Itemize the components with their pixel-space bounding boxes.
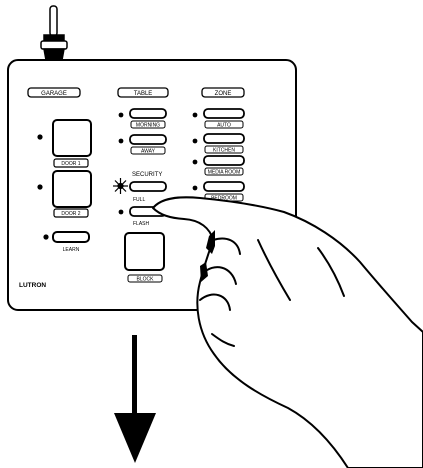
door1-button[interactable] [52, 119, 92, 157]
arrow-down-icon [114, 335, 156, 463]
brand-logo: LUTRON [19, 282, 46, 289]
led-learn [43, 234, 49, 240]
svg-text:AWAY: AWAY [141, 149, 156, 155]
led-right-4 [192, 185, 198, 191]
door1-label: DOOR 1 [53, 158, 89, 168]
right-button-2[interactable] [203, 133, 245, 144]
svg-text:GARAGE: GARAGE [41, 91, 67, 97]
column-header-table: TABLE [117, 87, 169, 98]
led-door2 [37, 184, 43, 190]
led-middle-2 [118, 138, 124, 144]
svg-text:TABLE: TABLE [134, 91, 153, 97]
right-button-3[interactable] [203, 155, 245, 166]
led-flash-button [118, 209, 124, 215]
door2-button[interactable] [52, 170, 92, 208]
flash-label: FLASH [133, 221, 150, 227]
svg-text:BEDROOM: BEDROOM [211, 196, 237, 202]
svg-text:KITCHEN: KITCHEN [213, 148, 235, 154]
led-middle-1 [118, 112, 124, 118]
svg-text:DOOR 1: DOOR 1 [61, 161, 80, 167]
led-flash-icon [113, 178, 128, 194]
middle-label-2: AWAY [130, 146, 166, 155]
right-label-3: MEDIA ROOM [204, 167, 244, 176]
svg-text:BLOCK: BLOCK [137, 277, 155, 283]
led-right-3 [192, 159, 198, 165]
door2-label: DOOR 2 [53, 208, 89, 218]
led-door1 [37, 134, 43, 140]
column-header-zone: ZONE [201, 87, 245, 98]
antenna-icon [40, 5, 68, 61]
square-button-label: BLOCK [127, 274, 163, 283]
right-button-1[interactable] [203, 108, 245, 119]
square-button[interactable] [124, 232, 165, 271]
hand-icon [152, 196, 423, 468]
middle-label-1: MORNING [130, 120, 166, 129]
led-right-2 [192, 138, 198, 144]
svg-text:MEDIA ROOM: MEDIA ROOM [208, 170, 241, 176]
middle-button-1[interactable] [129, 108, 167, 119]
svg-text:ZONE: ZONE [215, 91, 232, 97]
led-right-1 [192, 112, 198, 118]
right-label-2: KITCHEN [204, 145, 244, 154]
svg-text:MORNING: MORNING [136, 123, 160, 129]
full-label: FULL [133, 197, 145, 203]
middle-button-2[interactable] [129, 134, 167, 145]
full-button[interactable] [129, 181, 167, 192]
right-label-1: AUTO [204, 120, 244, 129]
right-button-4[interactable] [203, 181, 245, 192]
learn-label: LEARN [63, 247, 80, 253]
column-header-garage: GARAGE [27, 87, 81, 98]
security-label: SECURITY [132, 172, 162, 178]
learn-button[interactable] [52, 231, 90, 243]
svg-text:AUTO: AUTO [217, 123, 231, 129]
svg-text:DOOR 2: DOOR 2 [61, 211, 80, 217]
